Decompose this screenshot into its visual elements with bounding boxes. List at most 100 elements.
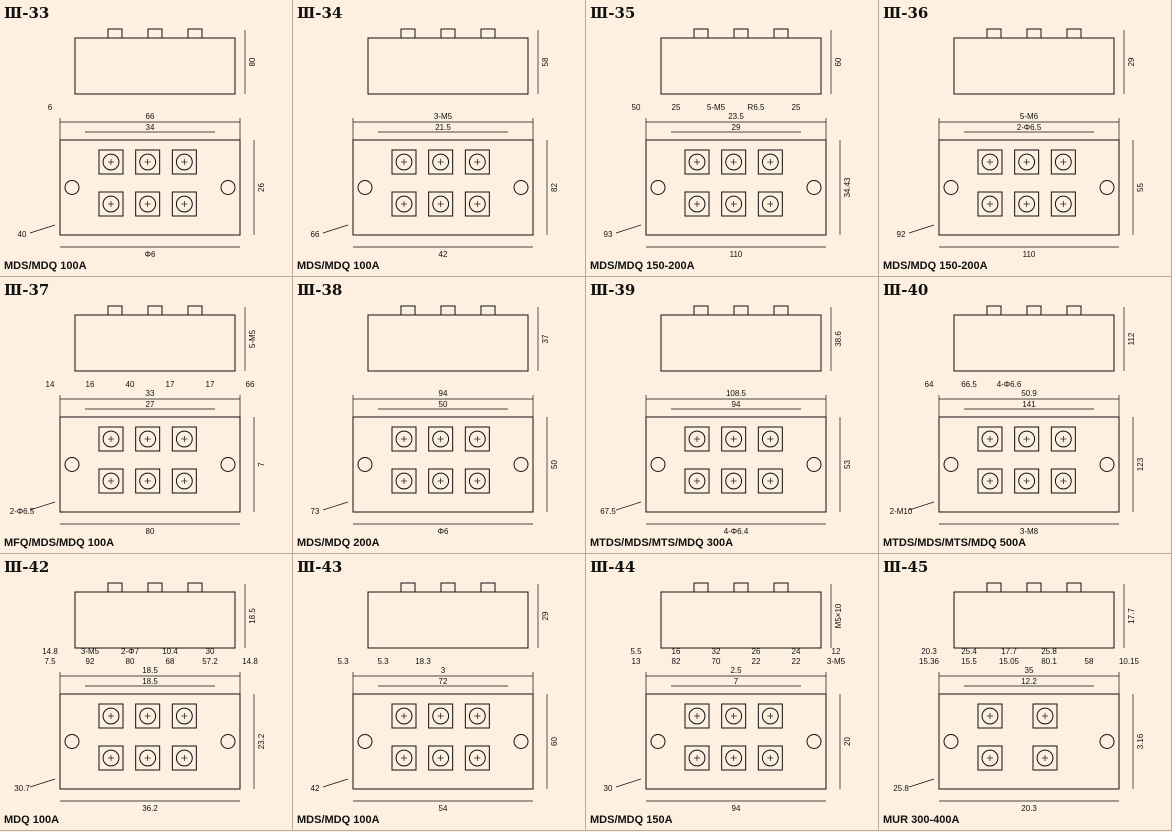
- figure-code: Ⅲ-44: [590, 558, 636, 576]
- dimension-label: 27: [146, 400, 155, 409]
- top-view-base: [59, 416, 241, 513]
- dimension-label: 35: [1025, 666, 1034, 675]
- side-view-body: [953, 37, 1115, 95]
- dimension-label: 10.4: [162, 647, 178, 656]
- model-label: MDS/MDQ 100A: [297, 260, 380, 272]
- screw-terminal: [1036, 707, 1054, 725]
- model-label: MDS/MDQ 100A: [4, 260, 87, 272]
- figure-code: Ⅲ-45: [883, 558, 929, 576]
- dimension-label: 12.2: [1021, 677, 1037, 686]
- dimension-label: 23.2: [257, 733, 266, 749]
- dimension-label: 26: [752, 647, 761, 656]
- terminal-stud: [187, 582, 203, 593]
- terminal-stud: [986, 305, 1002, 316]
- dimension-label: 66.5: [961, 380, 977, 389]
- screw-terminal: [175, 195, 193, 213]
- side-view-body: [74, 37, 236, 95]
- model-label: MDQ 100A: [4, 814, 60, 826]
- screw-terminal: [102, 195, 120, 213]
- screw-terminal: [761, 749, 779, 767]
- screw-terminal: [468, 707, 486, 725]
- screw-terminal: [688, 430, 706, 448]
- mounting-hole: [513, 180, 529, 195]
- dimension-label: 94: [732, 400, 741, 409]
- screw-terminal: [688, 195, 706, 213]
- terminal-stud: [147, 582, 163, 593]
- terminal-block: [391, 468, 417, 494]
- mounting-hole: [513, 734, 529, 749]
- screw-terminal: [725, 707, 743, 725]
- dimension-label: 60: [834, 57, 843, 66]
- screw-terminal: [175, 707, 193, 725]
- terminal-block: [428, 703, 454, 729]
- dimension-label: 3-M5: [81, 647, 100, 656]
- terminal-block: [1050, 426, 1076, 452]
- screw-terminal: [432, 707, 450, 725]
- side-view-body: [367, 314, 529, 372]
- terminal-stud: [986, 28, 1002, 39]
- top-view-base: [938, 139, 1120, 236]
- terminal-block: [1014, 149, 1040, 175]
- figure-code: Ⅲ-43: [297, 558, 343, 576]
- screw-terminal: [175, 430, 193, 448]
- dimension-label: 3-M5: [827, 657, 846, 666]
- dimension-label: 18.3: [415, 657, 431, 666]
- screw-terminal: [432, 472, 450, 490]
- terminal-block: [684, 703, 710, 729]
- screw-terminal: [175, 749, 193, 767]
- mounting-hole: [1099, 734, 1115, 749]
- dimension-label: 6: [48, 103, 53, 112]
- dimension-label: 110: [730, 250, 743, 259]
- dimension-label: 42: [439, 250, 448, 259]
- dimension-label: 2-M10: [890, 507, 913, 516]
- screw-terminal: [981, 749, 999, 767]
- terminal-block: [135, 426, 161, 452]
- terminal-stud: [1066, 28, 1082, 39]
- mounting-hole: [943, 180, 959, 195]
- mounting-hole: [650, 180, 666, 195]
- model-label: MTDS/MDS/MTS/MDQ 500A: [883, 537, 1027, 549]
- dimension-label: 66: [246, 380, 255, 389]
- terminal-block: [135, 703, 161, 729]
- dimension-label: 12: [832, 647, 841, 656]
- terminal-stud: [1066, 305, 1082, 316]
- dimension-label: 50: [632, 103, 641, 112]
- screw-terminal: [432, 749, 450, 767]
- dimension-label: 15.5: [961, 657, 977, 666]
- dimension-label: 18.5: [142, 677, 158, 686]
- dimension-label: 112: [1127, 332, 1136, 345]
- screw-terminal: [761, 195, 779, 213]
- side-view-body: [660, 314, 822, 372]
- terminal-block: [428, 149, 454, 175]
- dimension-label: 5.3: [377, 657, 389, 666]
- top-view-base: [645, 139, 827, 236]
- terminal-stud: [1066, 582, 1082, 593]
- dimension-label: 80.1: [1041, 657, 1057, 666]
- dimension-label: 110: [1023, 250, 1036, 259]
- terminal-stud: [440, 28, 456, 39]
- dimension-label: 25.8: [1041, 647, 1057, 656]
- dimension-label: 2-Φ6.5: [10, 507, 35, 516]
- dimension-label: 5-M5: [707, 103, 726, 112]
- screw-terminal: [688, 749, 706, 767]
- dimension-label: 57.2: [202, 657, 218, 666]
- terminal-block: [428, 426, 454, 452]
- screw-terminal: [432, 153, 450, 171]
- terminal-stud: [107, 582, 123, 593]
- terminal-block: [171, 703, 197, 729]
- dimension-label: 29: [732, 123, 741, 132]
- top-view-base: [352, 416, 534, 513]
- screw-terminal: [139, 430, 157, 448]
- dimension-label: 14: [46, 380, 55, 389]
- dim-line: [322, 224, 349, 234]
- terminal-block: [757, 703, 783, 729]
- terminal-block: [721, 149, 747, 175]
- dimension-label: 53: [843, 460, 852, 469]
- dimension-label: 40: [126, 380, 135, 389]
- dimension-label: 73: [311, 507, 320, 516]
- terminal-block: [757, 149, 783, 175]
